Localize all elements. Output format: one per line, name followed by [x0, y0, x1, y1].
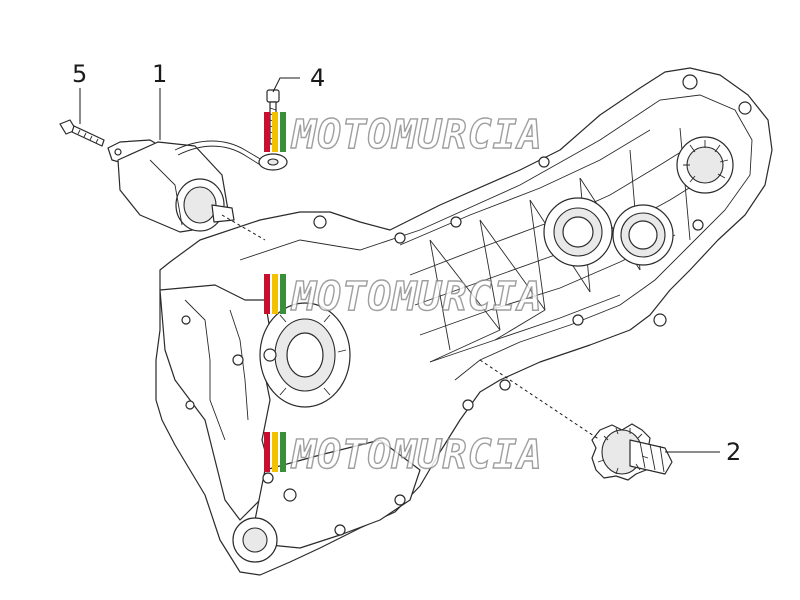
crankcase	[155, 67, 773, 576]
watermark-text: MOTOMURCIA	[290, 112, 543, 158]
bearing-seat-right	[612, 204, 674, 266]
starter-motor	[107, 139, 263, 233]
gear-hub	[676, 136, 734, 194]
callout-4: 4	[310, 64, 325, 92]
gear-2	[591, 423, 673, 481]
leader-lines	[79, 77, 720, 453]
watermark-text: MOTOMURCIA	[290, 274, 543, 320]
watermark-middle: MOTOMURCIA	[264, 273, 543, 321]
watermark-top: MOTOMURCIA	[264, 111, 543, 159]
bolt-bosses	[181, 74, 752, 536]
bolt-5	[59, 119, 105, 147]
callout-2: 2	[726, 438, 741, 466]
callout-5: 5	[72, 60, 87, 88]
bearing-seat-left	[543, 197, 613, 267]
stator-housing	[159, 284, 351, 521]
watermark-text: MOTOMURCIA	[290, 432, 543, 478]
callout-numbers: 1 2 4 5	[72, 60, 741, 466]
watermark-bottom: MOTOMURCIA	[264, 431, 543, 479]
callout-1: 1	[152, 60, 167, 88]
